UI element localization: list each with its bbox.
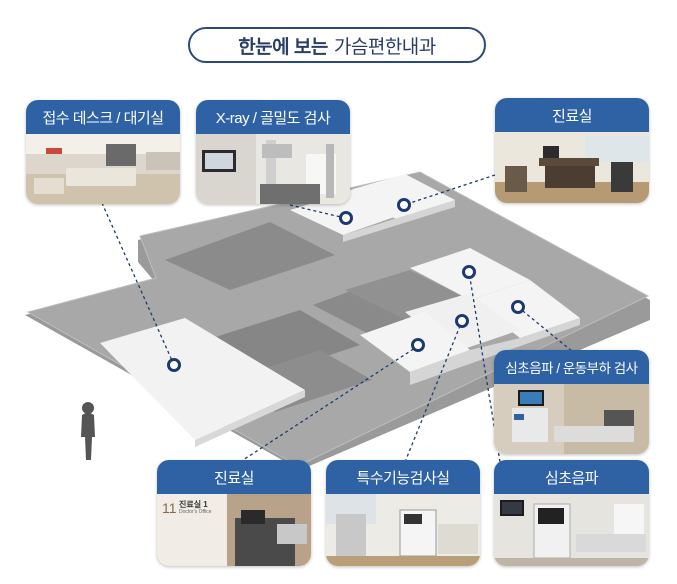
- card-label: 진료실: [495, 98, 649, 132]
- pin-exam-top: [397, 198, 411, 212]
- card-label: 심초음파 / 운동부하 검사: [494, 350, 649, 384]
- room-right-2: [470, 280, 580, 338]
- photo-xray: [196, 134, 350, 204]
- pin-xray: [339, 211, 353, 225]
- card-label: 접수 데스크 / 대기실: [26, 100, 180, 134]
- card-exam-top: 진료실: [495, 98, 649, 203]
- pin-stress: [511, 300, 525, 314]
- room-right-5: [410, 318, 580, 385]
- card-stress: 심초음파 / 운동부하 검사: [494, 350, 649, 454]
- card-exam-bottom: 진료실 11 진료실 1 Doctor's Office: [157, 460, 311, 566]
- photo-echo: [494, 494, 649, 566]
- door-sub: Doctor's Office: [179, 509, 212, 515]
- card-label: 특수기능검사실: [326, 460, 480, 494]
- leader-special: [404, 320, 463, 463]
- room-reception-edge: [195, 390, 305, 447]
- photo-exam-bottom: 11 진료실 1 Doctor's Office: [157, 494, 311, 566]
- card-reception: 접수 데스크 / 대기실: [26, 100, 180, 204]
- photo-exam-top: [495, 132, 649, 203]
- door-number: 11: [162, 500, 177, 516]
- room-exam-top: [343, 174, 455, 220]
- leader-exam-top: [403, 174, 496, 206]
- card-xray: X-ray / 골밀도 검사: [196, 100, 350, 204]
- room-top-edge: [343, 200, 455, 242]
- photo-stress: [494, 384, 649, 454]
- card-label: 진료실: [157, 460, 311, 494]
- pin-special: [455, 314, 469, 328]
- room-reception: [100, 318, 305, 440]
- card-special: 특수기능검사실: [326, 460, 480, 566]
- pin-echo: [462, 265, 476, 279]
- person-silhouette: [81, 402, 95, 460]
- pin-reception: [167, 358, 181, 372]
- page-title: 한눈에 보는 가슴편한내과: [188, 27, 486, 63]
- room-block-left-top: [165, 222, 335, 290]
- title-bold: 한눈에 보는: [238, 36, 328, 58]
- photo-special: [326, 494, 480, 566]
- card-echo: 심초음파: [494, 460, 649, 566]
- card-label: 심초음파: [494, 460, 649, 494]
- photo-reception: [26, 134, 180, 204]
- pins: [167, 198, 525, 372]
- title-light: 가슴편한내과: [333, 36, 436, 58]
- door-sign: 진료실 1: [179, 500, 208, 509]
- pin-exam-bottom: [411, 338, 425, 352]
- card-label: X-ray / 골밀도 검사: [196, 100, 350, 134]
